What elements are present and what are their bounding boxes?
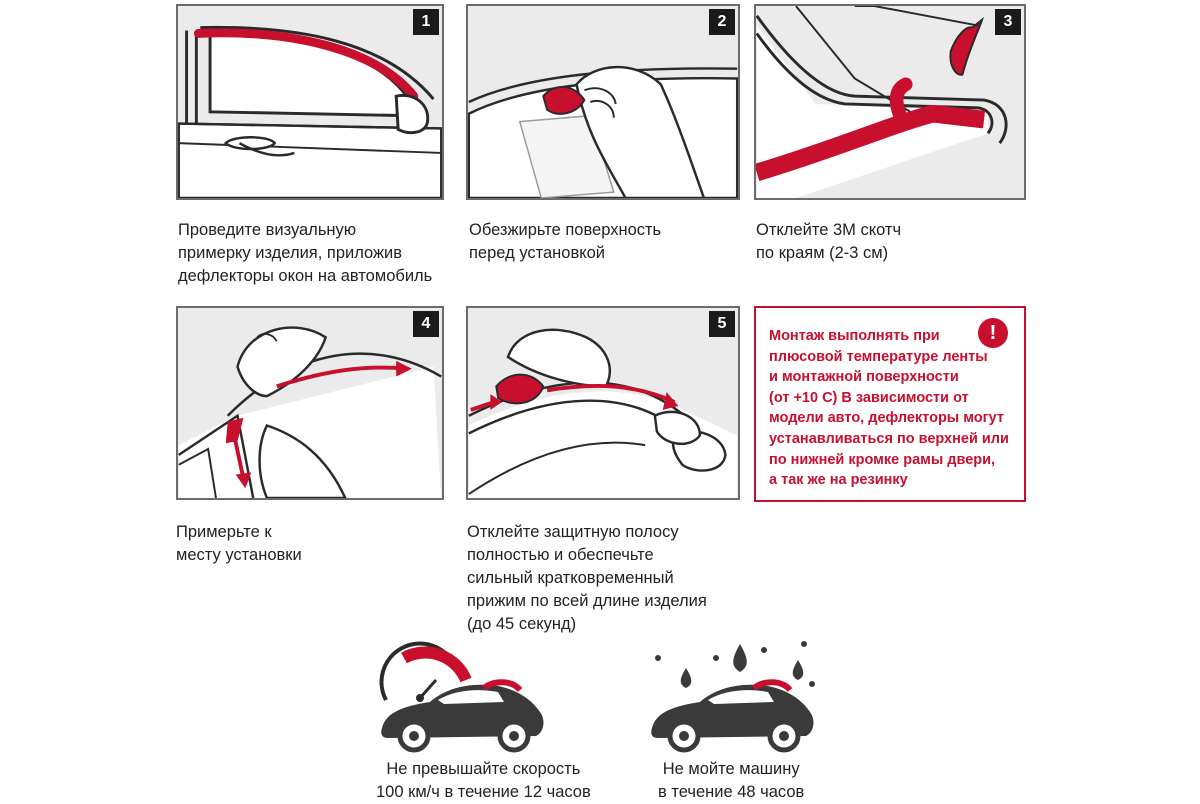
step-4-illustration: 4 <box>176 306 444 500</box>
notice-line: Не превышайте скорость <box>386 760 581 778</box>
car-door-deflector-icon <box>178 25 442 198</box>
step-2-caption: Обезжирьте поверхность перед установкой <box>469 219 661 265</box>
warning-line: по нижней кромке рамы двери, <box>769 451 996 468</box>
degrease-surface-icon <box>468 65 738 198</box>
warning-line: Монтаж выполнять при <box>769 328 940 344</box>
step-3-illustration: 3 <box>754 4 1026 200</box>
caption-line: прижим по всей длине изделия <box>467 592 707 610</box>
step-2-illustration: 2 <box>466 4 740 200</box>
caption-line: сильный кратковременный <box>467 569 674 587</box>
caption-line: месту установки <box>176 546 302 564</box>
caption-line: Примерьте к <box>176 523 272 541</box>
warning-line: (от +10 С) В зависимости от <box>769 389 969 406</box>
step-number: 5 <box>709 311 735 337</box>
peel-tape-icon <box>756 6 1008 198</box>
caption-line: по краям (2-3 см) <box>756 244 889 262</box>
warning-line: плюсовой температуре ленты <box>769 348 988 365</box>
step-4-caption: Примерьте к месту установки <box>176 521 302 567</box>
step-1-illustration: 1 <box>176 4 444 200</box>
warning-line: модели авто, дефлекторы могут <box>769 410 1004 427</box>
caption-line: Проведите визуальную <box>178 221 357 239</box>
warning-box: ! Монтаж выполнять при плюсовой температ… <box>754 306 1026 502</box>
notice-line: Не мойте машину <box>662 760 800 778</box>
speed-notice: Не превышайте скорость 100 км/ч в течени… <box>376 758 591 804</box>
warning-line: и монтажной поверхности <box>769 369 959 386</box>
speedometer-car-icon <box>374 640 550 754</box>
caption-line: дефлекторы окон на автомобиль <box>178 267 433 285</box>
fit-deflector-icon <box>178 326 442 498</box>
caption-line: перед установкой <box>469 244 606 262</box>
caption-line: Обезжирьте поверхность <box>469 221 662 239</box>
step-number: 2 <box>709 9 735 35</box>
caption-line: Отклейте защитную полосу <box>467 523 679 541</box>
warning-text: Монтаж выполнять при плюсовой температур… <box>769 326 1009 491</box>
step-1-caption: Проведите визуальную примерку изделия, п… <box>178 219 432 288</box>
press-deflector-icon <box>468 328 738 498</box>
step-number: 3 <box>995 9 1021 35</box>
step-5-caption: Отклейте защитную полосу полностью и обе… <box>467 521 707 636</box>
wash-notice: Не мойте машину в течение 48 часов <box>658 758 804 804</box>
caption-line: (до 45 секунд) <box>467 615 577 633</box>
notice-line: в течение 48 часов <box>658 783 805 801</box>
caption-line: примерку изделия, приложив <box>178 244 403 262</box>
raindrops-car-icon <box>644 640 820 754</box>
step-3-caption: Отклейте 3М скотч по краям (2-3 см) <box>756 219 901 265</box>
caption-line: полностью и обеспечьте <box>467 546 654 564</box>
step-number: 1 <box>413 9 439 35</box>
step-5-illustration: 5 <box>466 306 740 500</box>
exclamation-icon: ! <box>978 318 1008 348</box>
step-number: 4 <box>413 311 439 337</box>
warning-line: а так же на резинку <box>769 472 908 489</box>
warning-line: устанавливаться по верхней или <box>769 430 1009 447</box>
caption-line: Отклейте 3М скотч <box>756 221 902 239</box>
notice-line: 100 км/ч в течение 12 часов <box>376 783 591 801</box>
